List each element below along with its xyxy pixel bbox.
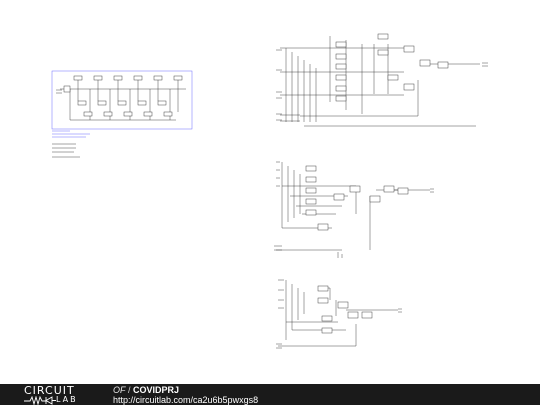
footer-bar: CIRCUIT LAB OF / COVIDPRJ http://circuit… <box>0 384 540 405</box>
project-url[interactable]: http://circuitlab.com/ca2u6b5pwxgs8 <box>113 395 259 405</box>
logo-top-text: CIRCUIT <box>24 384 75 397</box>
breadcrumb: OF / COVIDPRJ <box>113 385 179 395</box>
project-name[interactable]: COVIDPRJ <box>133 385 180 395</box>
circuitlab-logo[interactable]: CIRCUIT LAB <box>24 385 94 405</box>
owner-name[interactable]: OF <box>113 385 126 395</box>
schematic-notes <box>52 130 90 158</box>
logo-bottom-text: LAB <box>56 395 78 404</box>
schematic-canvas[interactable] <box>0 0 540 384</box>
circuit-block-2 <box>274 161 434 258</box>
circuit-block-1 <box>276 33 488 127</box>
circuit-block-3 <box>276 279 402 349</box>
breadcrumb-separator: / <box>128 385 131 395</box>
waveform-icon <box>24 396 56 405</box>
schematic-small-framed <box>51 70 193 130</box>
